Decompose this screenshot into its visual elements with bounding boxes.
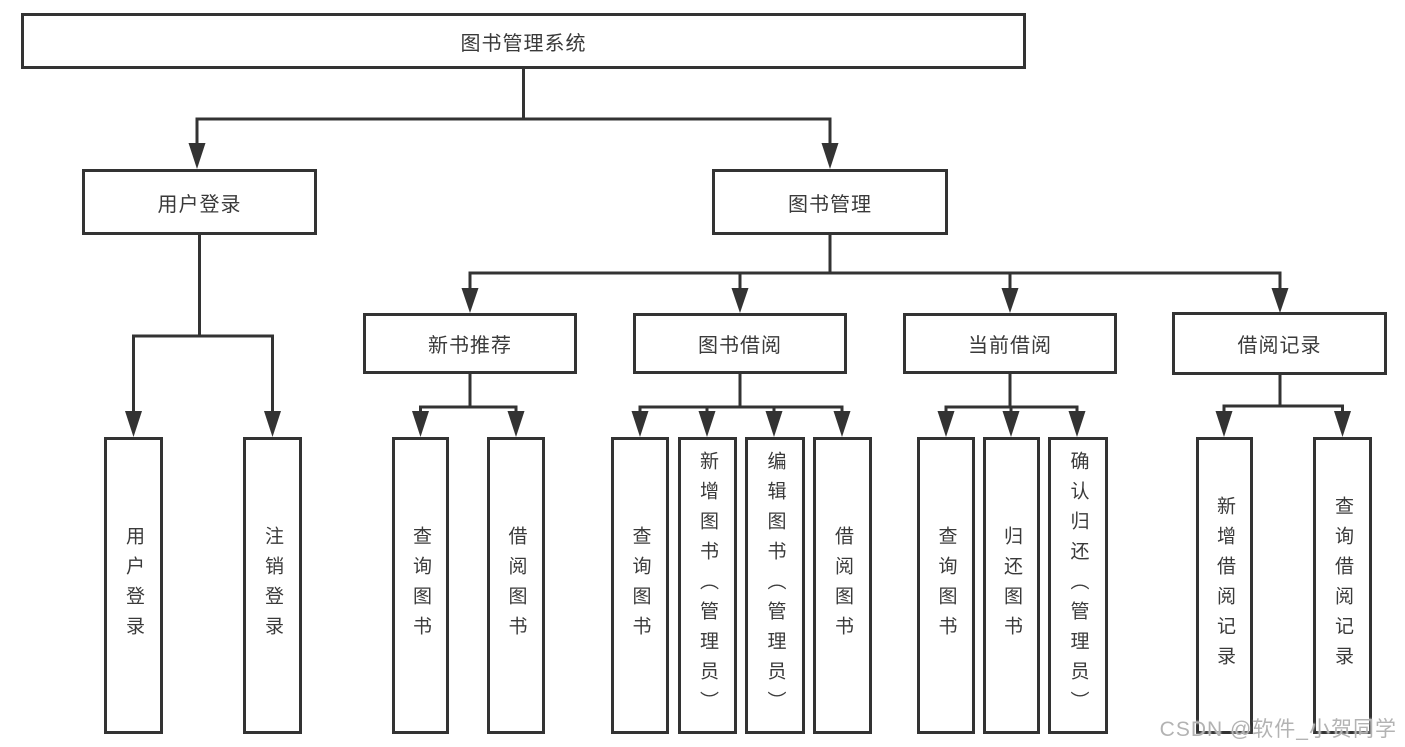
leaf-bor-query-book-label: 查询图书: [629, 525, 651, 646]
leaf-cur-query-book-label: 查询图书: [935, 525, 957, 646]
node-current-borrow: 当前借阅: [903, 313, 1117, 374]
node-root-label: 图书管理系统: [460, 32, 587, 55]
leaf-cur-confirm-return-label: 确认归还（管理员）: [1067, 450, 1089, 721]
leaf-log-query-record: 查询借阅记录: [1313, 437, 1372, 734]
leaf-log-add-record-label: 新增借阅记录: [1214, 495, 1235, 676]
node-user-login: 用户登录: [82, 169, 317, 235]
leaf-logout-label: 注销登录: [262, 525, 283, 646]
leaf-log-add-record: 新增借阅记录: [1196, 437, 1253, 734]
node-user-login-label: 用户登录: [157, 193, 242, 216]
leaf-bor-borrow-book: 借阅图书: [813, 437, 872, 734]
leaf-bor-edit-book: 编辑图书（管理员）: [745, 437, 805, 734]
leaf-logout: 注销登录: [243, 437, 302, 734]
node-root: 图书管理系统: [21, 13, 1026, 69]
node-borrow-records-label: 借阅记录: [1237, 335, 1322, 357]
node-current-borrow-label: 当前借阅: [968, 335, 1052, 357]
leaf-rec-borrow-book: 借阅图书: [487, 437, 545, 734]
connector-new-book-rec-children: [412, 372, 525, 437]
leaf-bor-add-book-label: 新增图书（管理员）: [697, 450, 718, 721]
leaf-cur-confirm-return: 确认归还（管理员）: [1048, 437, 1108, 734]
leaf-log-query-record-label: 查询借阅记录: [1332, 495, 1353, 676]
csdn-watermark: CSDN @软件_小贺同学: [1159, 718, 1397, 741]
node-book-borrow: 图书借阅: [633, 313, 847, 374]
node-book-borrow-label: 图书借阅: [698, 335, 782, 357]
connector-borrow-records-children: [1215, 373, 1351, 437]
connector-root-to-level2: [188, 66, 839, 169]
node-borrow-records: 借阅记录: [1172, 312, 1387, 375]
leaf-rec-query-book-label: 查询图书: [410, 525, 431, 646]
leaf-user-login-label: 用户登录: [123, 525, 144, 646]
node-new-book-rec: 新书推荐: [363, 313, 577, 374]
connector-book-mgmt-children: [461, 233, 1289, 313]
connector-user-login-children: [125, 233, 281, 437]
connector-current-borrow-children: [937, 372, 1086, 437]
leaf-cur-return-book: 归还图书: [983, 437, 1040, 734]
leaf-cur-return-book-label: 归还图书: [1001, 525, 1022, 646]
node-new-book-rec-label: 新书推荐: [428, 335, 512, 357]
leaf-user-login: 用户登录: [104, 437, 163, 734]
leaf-bor-add-book: 新增图书（管理员）: [678, 437, 737, 734]
leaf-rec-query-book: 查询图书: [392, 437, 449, 734]
leaf-bor-borrow-book-label: 借阅图书: [832, 525, 853, 646]
connector-book-borrow-children: [631, 372, 851, 437]
leaf-rec-borrow-book-label: 借阅图书: [505, 525, 527, 646]
leaf-cur-query-book: 查询图书: [917, 437, 975, 734]
node-book-mgmt-label: 图书管理: [788, 193, 872, 216]
leaf-bor-edit-book-label: 编辑图书（管理员）: [764, 450, 786, 721]
leaf-bor-query-book: 查询图书: [611, 437, 669, 734]
node-book-mgmt: 图书管理: [712, 169, 948, 235]
